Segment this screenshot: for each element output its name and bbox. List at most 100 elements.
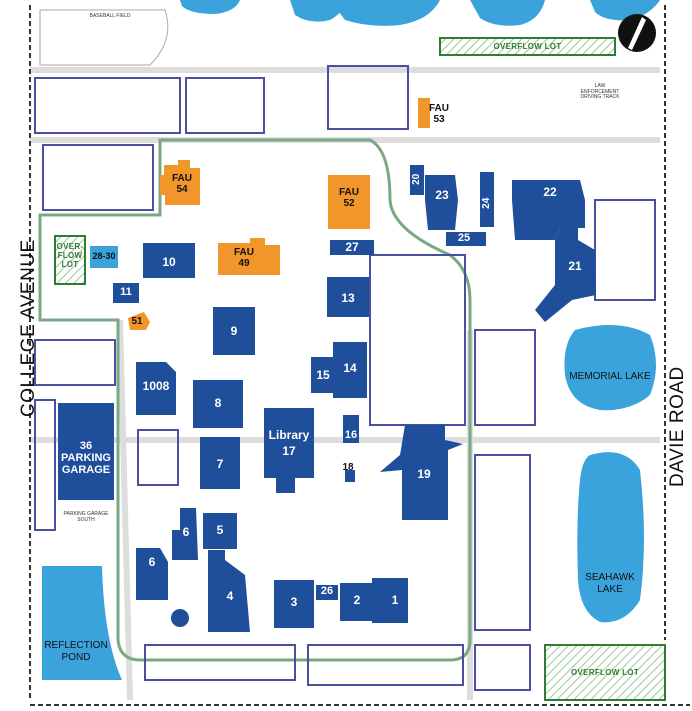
water-top-4	[590, 0, 660, 21]
bldg-7-shape	[200, 437, 240, 489]
bldg-13-label: 13	[341, 291, 355, 305]
fau-54-label: FAU 54	[172, 173, 192, 195]
bldg-21-label: 21	[568, 259, 582, 273]
bldg-6b-shape	[136, 548, 168, 600]
bldg-36-label: 36 PARKING GARAGE	[61, 440, 111, 477]
bldg-5-shape	[203, 513, 237, 549]
bldg-15-label: 15	[316, 368, 330, 382]
bldg-27-shape	[330, 240, 374, 255]
garage-sub-label: PARKING GARAGE SOUTH	[63, 511, 109, 523]
bldg-25-label: 25	[457, 232, 471, 244]
overflow-lot-left-label: OVER- FLOW LOT	[56, 242, 84, 269]
bldg-11-shape	[113, 283, 139, 303]
seahawk-lake	[577, 452, 644, 623]
bldg-16-shape	[343, 415, 359, 443]
lot-s-12	[474, 644, 531, 691]
overflow-lot-bottom	[544, 644, 666, 701]
overflow-lot-top	[439, 37, 616, 56]
college-avenue-label: COLLEGE AVENUE	[18, 239, 39, 417]
round-structure	[171, 609, 189, 627]
bldg-11-label: 11	[120, 286, 132, 298]
fau-51-shape	[128, 312, 150, 330]
bldg-2-label: 2	[353, 593, 361, 607]
overflow-lot-left	[54, 235, 86, 285]
bldg-8-label: 8	[214, 396, 222, 410]
bldg-6a-shape	[172, 508, 198, 560]
bldg-1-label: 1	[391, 593, 399, 607]
bldg-1-shape	[372, 578, 408, 623]
bldg-20-label: 20	[410, 173, 422, 185]
fau-53-label: FAU 53	[429, 103, 449, 125]
lot-ne-14	[594, 199, 656, 301]
bldg-26-shape	[316, 585, 338, 600]
bldg-28-30-label: 28-30	[92, 251, 116, 261]
lot-w-5	[34, 339, 116, 386]
north-arrow-icon	[618, 14, 656, 52]
bldg-9-label: 9	[230, 324, 238, 338]
water-top-5	[180, 0, 240, 14]
bldg-16-label: 16	[344, 429, 358, 441]
overflow-lot-top-label: OVERFLOW LOT	[493, 42, 562, 51]
overflow-lot-bottom-label: OVERFLOW LOT	[570, 668, 640, 677]
lot-c-8	[369, 254, 466, 426]
lot-s-11	[307, 644, 464, 686]
davie-road-label: DAVIE ROAD	[667, 366, 688, 487]
lot-nw-1	[34, 77, 181, 134]
memorial-lake	[564, 325, 656, 411]
bldg-10-label: 10	[162, 255, 176, 269]
fau-52-shape	[328, 175, 370, 229]
bldg-27-label: 27	[345, 240, 359, 254]
lot-c-7	[137, 429, 179, 486]
fau-49-label: FAU 49	[234, 247, 254, 269]
lot-w-4	[42, 144, 154, 211]
bldg-19-shape	[380, 425, 463, 520]
bldg-1008-shape	[136, 362, 176, 415]
lot-e-10	[474, 454, 531, 631]
fau-51-label: 51	[131, 316, 143, 327]
lot-w-6	[34, 399, 56, 531]
bldg-15-shape	[311, 357, 335, 393]
bldg-2-shape	[340, 583, 374, 621]
bldg-23-shape	[425, 175, 458, 230]
bldg-18-label: 18	[342, 462, 354, 473]
lot-s-13	[144, 644, 296, 681]
bldg-8-shape	[193, 380, 243, 428]
bldg-4-shape	[208, 550, 250, 632]
bldg-28-30-shape	[90, 246, 118, 268]
fau-53-shape	[418, 98, 430, 128]
bldg-6a-label: 6	[182, 525, 190, 539]
lot-e-9	[474, 329, 536, 426]
bldg-13-shape	[327, 277, 369, 317]
seahawk-lake-label: SEAHAWK LAKE	[585, 572, 635, 595]
bldg-24-shape	[480, 172, 494, 227]
campus-greenway	[38, 138, 472, 662]
baseball-field-label: BASEBALL FIELD	[89, 13, 131, 19]
water-top-3	[470, 0, 545, 26]
bldg-6b-label: 6	[148, 555, 156, 569]
bldg-3-label: 3	[290, 595, 298, 609]
bldg-3-shape	[274, 580, 314, 628]
bldg-4-label: 4	[226, 589, 234, 603]
bldg-24-label: 24	[480, 197, 492, 209]
fau-52-label: FAU 52	[339, 187, 359, 209]
memorial-lake-label: MEMORIAL LAKE	[569, 371, 651, 382]
bldg-17-shape	[264, 408, 314, 493]
lot-nw-2	[185, 77, 265, 134]
bldg-22-label: 22	[543, 185, 557, 199]
bldg-7-label: 7	[216, 457, 224, 471]
bldg-1008-label: 1008	[142, 379, 170, 393]
water-top-2	[330, 0, 440, 26]
bldg-21-shape	[535, 228, 596, 322]
bldg-14-shape	[333, 342, 367, 398]
bldg-19-label: 19	[417, 467, 431, 481]
bldg-25-shape	[446, 232, 486, 246]
fau-49-shape	[218, 238, 280, 275]
reflection-pond-label: REFLECTION POND	[44, 640, 108, 663]
bldg-22-shape	[512, 180, 585, 240]
bldg-9-shape	[213, 307, 255, 355]
bldg-20-shape	[410, 165, 424, 195]
bldg-26-label: 26	[320, 585, 334, 597]
fau-54-shape	[160, 160, 200, 205]
